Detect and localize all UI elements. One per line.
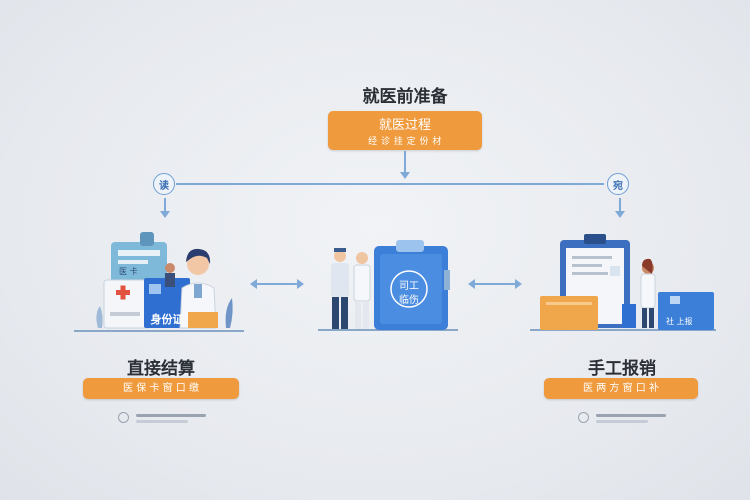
arrow-down-left xyxy=(160,211,170,218)
process-box: 就医过程 经 诊 挂 定 份 材 xyxy=(328,111,482,150)
left-footer xyxy=(118,412,208,424)
id-card-label: 身份证 xyxy=(150,313,184,326)
process-box-sub: 经 诊 挂 定 份 材 xyxy=(368,137,442,147)
top-title: 就医前准备 xyxy=(362,87,448,107)
right-illustration xyxy=(530,232,716,332)
connector-down-center xyxy=(404,151,406,175)
hospital-card-illustration xyxy=(74,232,244,332)
right-footer xyxy=(578,412,668,424)
manual-reimbursement-box: 医 两 方 窗 口 补 xyxy=(544,378,698,399)
process-box-title: 就医过程 xyxy=(378,118,431,133)
direct-settlement-text: 医 保 卡 窗 口 缴 xyxy=(123,383,199,394)
center-illustration xyxy=(318,240,458,332)
documents-reimbursement-illustration xyxy=(530,234,716,331)
left-illustration xyxy=(74,228,244,332)
right-footer-line-2 xyxy=(596,420,648,423)
right-footer-icon xyxy=(578,412,589,423)
arrow-down-center xyxy=(400,172,410,179)
direct-settlement-title: 直接结算 xyxy=(127,359,195,379)
badge-right: 宛 xyxy=(607,173,629,195)
left-small-label: 医 卡 xyxy=(119,267,138,276)
arrow-down-right xyxy=(615,211,625,218)
clipboard-staff-illustration xyxy=(318,240,458,331)
double-arrow-right xyxy=(468,279,522,289)
manual-reimbursement-title: 手工报销 xyxy=(588,359,656,379)
connector-horizontal xyxy=(176,183,604,185)
direct-settlement-box: 医 保 卡 窗 口 缴 xyxy=(83,378,239,399)
connector-down-left xyxy=(164,198,166,212)
right-footer-line-1 xyxy=(596,414,666,417)
badge-left: 读 xyxy=(153,173,175,195)
left-footer-line-1 xyxy=(136,414,206,417)
double-arrow-left xyxy=(250,279,304,289)
left-footer-icon xyxy=(118,412,129,423)
board-text-2: 临伤 xyxy=(399,295,419,306)
board-text-1: 司工 xyxy=(399,281,419,292)
manual-reimbursement-text: 医 两 方 窗 口 补 xyxy=(583,383,659,394)
right-small-label: 社 上报 xyxy=(666,317,693,326)
connector-down-right xyxy=(619,198,621,212)
left-footer-line-2 xyxy=(136,420,188,423)
